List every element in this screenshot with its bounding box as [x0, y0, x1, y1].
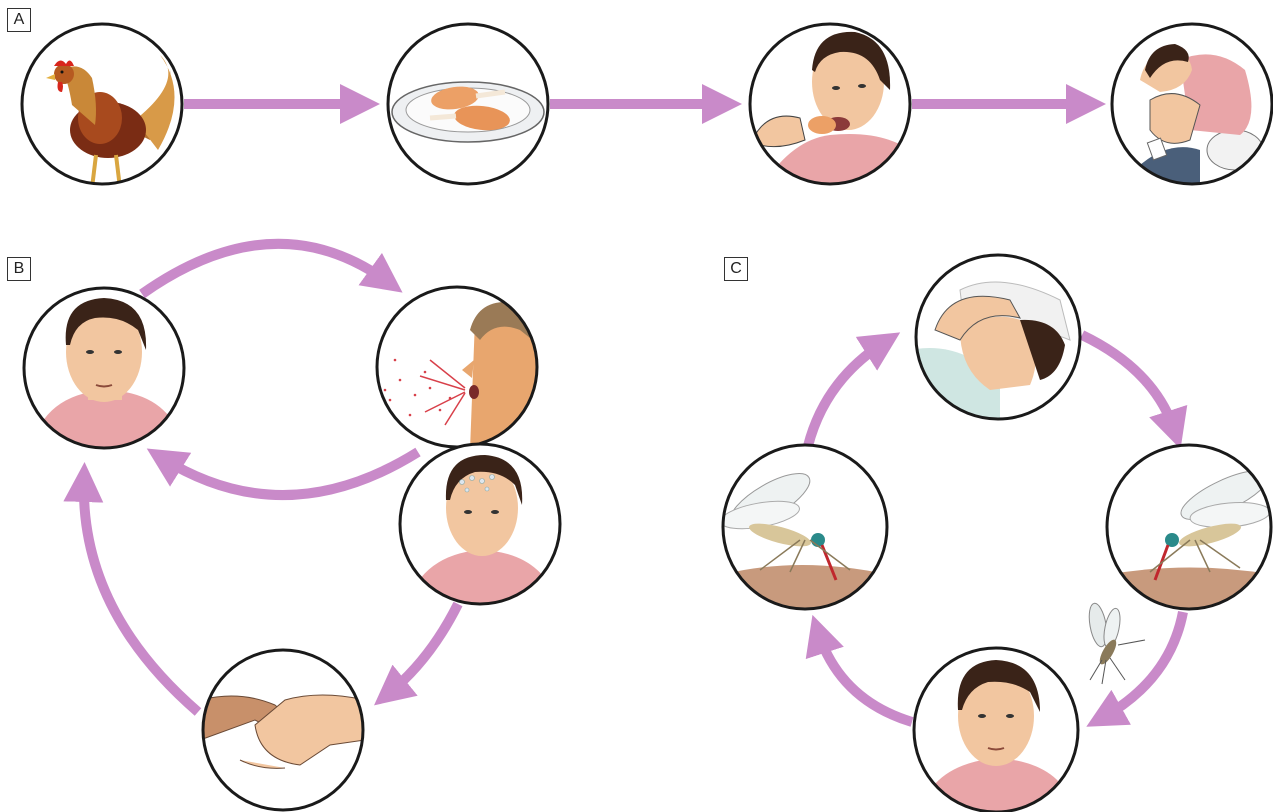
arrow-b1 — [142, 244, 388, 294]
sick-man-toilet-icon — [1112, 24, 1272, 190]
mosquito-biting-icon — [719, 445, 890, 620]
flying-mosquito-icon — [1086, 602, 1145, 684]
arrow-b4 — [84, 480, 198, 712]
man-in-bed-icon — [910, 255, 1080, 430]
man-eating-icon — [750, 24, 910, 190]
sneezing-man-icon — [377, 287, 545, 450]
arrow-b3 — [388, 604, 458, 694]
arrow-c2 — [1082, 335, 1175, 432]
mosquito-biting-icon — [1105, 445, 1273, 620]
rooster-icon — [22, 24, 182, 188]
sweating-man-icon — [400, 444, 560, 610]
arrow-b2 — [162, 452, 418, 495]
man-portrait-icon — [914, 648, 1078, 812]
arrow-c1 — [808, 342, 885, 446]
chicken-plate-icon — [388, 24, 548, 184]
arrow-c4 — [818, 632, 912, 722]
man-portrait-icon — [24, 288, 185, 455]
handshake-icon — [200, 650, 365, 810]
